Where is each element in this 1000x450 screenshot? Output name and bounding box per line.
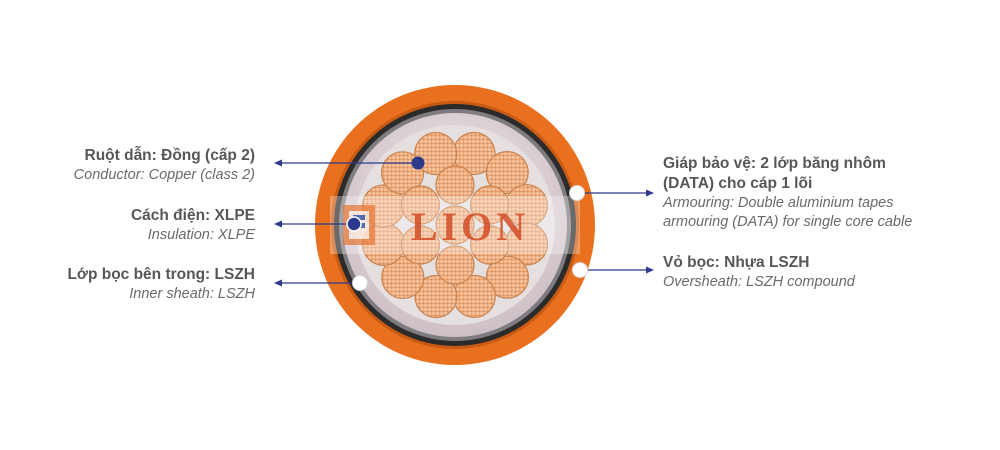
conductor-strand-19	[435, 205, 475, 245]
pointer-dot-conductor	[411, 156, 425, 170]
armouring-label-vi-line1: Giáp bảo vệ: 2 lớp băng nhôm	[663, 155, 886, 172]
pointer-lines	[274, 159, 654, 287]
conductor-strands	[361, 131, 549, 319]
callout-oversheath: Vỏ bọc: Nhựa LSZH Oversheath: LSZH compo…	[663, 253, 855, 292]
conductor-label-vi: Ruột dẫn: Đồng (cấp 2)	[84, 147, 256, 164]
callout-armouring: Giáp bảo vệ: 2 lớp băng nhôm (DATA) cho …	[663, 154, 912, 232]
pointer-conductor-arrow	[274, 159, 282, 167]
pointer-dot-armouring	[569, 185, 585, 201]
insulation-label-vi: Cách điện: XLPE	[130, 207, 255, 224]
pointer-dot-insulation	[346, 216, 362, 232]
callout-inner-sheath: Lớp bọc bên trong: LSZH Inner sheath: LS…	[67, 265, 255, 304]
oversheath-label-en: Oversheath: LSZH compound	[663, 274, 855, 290]
pointer-dot-inner-sheath	[352, 275, 368, 291]
pointer-oversheath-arrow	[646, 266, 654, 274]
callout-conductor: Ruột dẫn: Đồng (cấp 2) Conductor: Copper…	[74, 146, 255, 185]
conductor-strand-12	[414, 132, 458, 176]
conductor-strand-8	[381, 255, 425, 299]
pointer-armouring-arrow	[646, 189, 654, 197]
lion-logo-watermark: LION	[330, 196, 580, 254]
armouring-label-en-line1: Armouring: Double aluminium tapes	[663, 195, 894, 211]
conductor-strand-16	[435, 245, 475, 285]
pointer-inner-sheath-arrow	[274, 279, 282, 287]
conductor-strand-13	[435, 165, 475, 205]
pointer-insulation-arrow	[274, 220, 282, 228]
conductor-strand-18	[400, 185, 440, 225]
inner-sheath-label-vi: Lớp bọc bên trong: LSZH	[67, 266, 255, 283]
conductor-strand-7	[414, 274, 458, 319]
callout-insulation: Cách điện: XLPE Insulation: XLPE	[131, 206, 255, 245]
armouring-label-vi-line2: (DATA) cho cáp 1 lõi	[663, 175, 813, 192]
conductor-strand-2	[485, 151, 529, 195]
conductor-label-en: Conductor: Copper (class 2)	[73, 167, 255, 183]
armouring-label-en-line2: armouring (DATA) for single core cable	[663, 214, 913, 230]
conductor-strand-17	[400, 225, 440, 265]
oversheath-label-vi: Vỏ bọc: Nhựa LSZH	[663, 254, 810, 271]
pointer-dot-oversheath	[572, 262, 588, 278]
conductor-strand-14	[470, 185, 510, 225]
insulation-label-en: Insulation: XLPE	[147, 227, 255, 243]
conductor-strand-15	[470, 225, 510, 265]
conductor-strand-5	[485, 255, 529, 299]
inner-sheath-label-en: Inner sheath: LSZH	[129, 286, 255, 302]
watermark-text: LION	[411, 204, 529, 249]
